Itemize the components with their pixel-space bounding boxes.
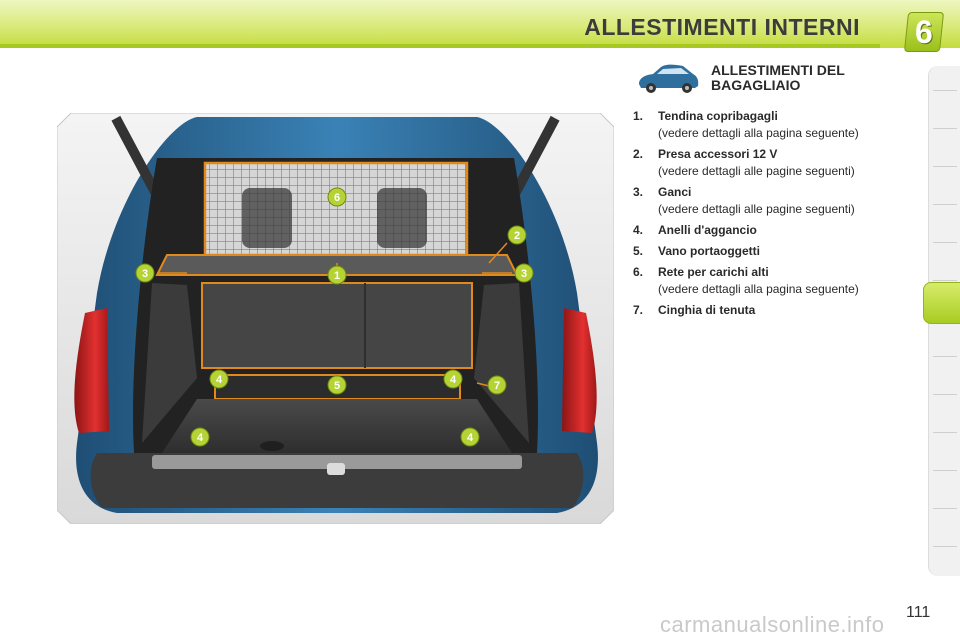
item-number: 5.: [633, 244, 644, 258]
svg-text:6: 6: [334, 192, 340, 204]
svg-text:7: 7: [494, 380, 500, 392]
chapter-number-badge: 6: [903, 12, 945, 52]
list-item: 3. Ganci (vedere dettagli alle pagine se…: [633, 184, 923, 218]
page-number: 111: [906, 604, 931, 621]
watermark: carmanualsonline.info: [660, 612, 885, 637]
svg-text:2: 2: [514, 230, 520, 242]
item-label: Rete per carichi alti: [658, 265, 769, 279]
item-number: 6.: [633, 265, 644, 279]
svg-text:1: 1: [334, 270, 340, 282]
header-divider: [0, 44, 880, 48]
item-number: 2.: [633, 147, 644, 161]
list-item: 5. Vano portaoggetti: [633, 243, 923, 260]
chapter-tabs: [923, 66, 960, 576]
item-note: (vedere dettagli alla pagina seguente): [658, 282, 859, 296]
list-item: 7. Cinghia di tenuta: [633, 302, 923, 319]
chapter-tab-active[interactable]: [923, 282, 960, 324]
svg-text:4: 4: [467, 432, 474, 444]
item-note: (vedere dettagli alle pagine seguenti): [658, 164, 855, 178]
item-label: Tendina copribagagli: [658, 109, 778, 123]
item-note: (vedere dettagli alle pagine seguenti): [658, 202, 855, 216]
item-number: 3.: [633, 185, 644, 199]
item-label: Vano portaoggetti: [658, 244, 760, 258]
car-icon: [639, 64, 699, 93]
list-item: 4. Anelli d'aggancio: [633, 222, 923, 239]
trunk-illustration: 1 2 3 3 4 4 4 4 5 6 7: [57, 113, 614, 524]
callout-4-c: 4: [190, 427, 210, 447]
svg-text:4: 4: [216, 374, 223, 386]
tab-separator: [933, 204, 957, 205]
chapter-title: ALLESTIMENTI INTERNI: [584, 14, 860, 40]
tab-separator: [933, 90, 957, 91]
chapter-number: 6: [915, 14, 933, 50]
callout-2: 2: [507, 225, 527, 245]
tab-separator: [933, 280, 957, 281]
section-title-line1: ALLESTIMENTI DEL: [711, 62, 845, 78]
item-label: Anelli d'aggancio: [658, 223, 757, 237]
svg-text:5: 5: [334, 380, 340, 392]
callout-4-a: 4: [209, 369, 229, 389]
chapter-header-bar: [0, 0, 960, 48]
tab-separator: [933, 356, 957, 357]
svg-text:4: 4: [450, 374, 457, 386]
callout-3-left: 3: [135, 263, 155, 283]
svg-text:4: 4: [197, 432, 204, 444]
tab-separator: [933, 166, 957, 167]
svg-text:3: 3: [142, 268, 148, 280]
item-number: 7.: [633, 303, 644, 317]
list-item: 2. Presa accessori 12 V (vedere dettagli…: [633, 146, 923, 180]
svg-text:3: 3: [521, 268, 527, 280]
section-title: ALLESTIMENTI DEL BAGAGLIAIO: [711, 63, 911, 93]
feature-list: 1. Tendina copribagagli (vedere dettagli…: [633, 108, 923, 323]
tab-separator: [933, 394, 957, 395]
section-title-line2: BAGAGLIAIO: [711, 77, 801, 93]
callout-5: 5: [327, 375, 347, 395]
item-note: (vedere dettagli alla pagina seguente): [658, 126, 859, 140]
tab-separator: [933, 508, 957, 509]
list-item: 6. Rete per carichi alti (vedere dettagl…: [633, 264, 923, 298]
tab-separator: [933, 432, 957, 433]
tab-separator: [933, 128, 957, 129]
callout-4-d: 4: [460, 427, 480, 447]
item-number: 4.: [633, 223, 644, 237]
tab-separator: [933, 470, 957, 471]
item-label: Presa accessori 12 V: [658, 147, 778, 161]
item-number: 1.: [633, 109, 644, 123]
callout-6: 6: [327, 187, 347, 207]
list-item: 1. Tendina copribagagli (vedere dettagli…: [633, 108, 923, 142]
callout-1: 1: [327, 265, 347, 285]
item-label: Cinghia di tenuta: [658, 303, 756, 317]
tab-separator: [933, 242, 957, 243]
tab-separator: [933, 546, 957, 547]
callout-7: 7: [487, 375, 507, 395]
callout-4-b: 4: [443, 369, 463, 389]
callout-3-right: 3: [514, 263, 534, 283]
item-label: Ganci: [658, 185, 692, 199]
